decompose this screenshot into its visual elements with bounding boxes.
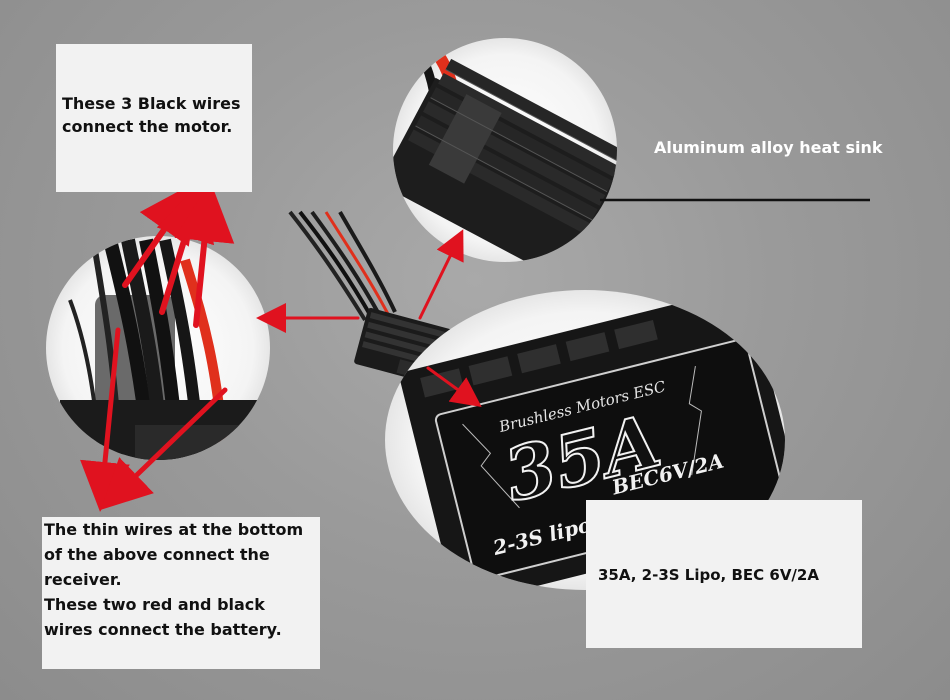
wires-zoom-lens [46,236,270,460]
arrow-to-label-lens [426,366,482,408]
heatsink-zoom-lens [393,38,617,262]
spec-callout: 35A, 2-3S Lipo, BEC 6V/2A [586,500,862,648]
heatsink-caption: Aluminum alloy heat sink [654,138,883,157]
receiver-line-3: receiver. [44,570,122,589]
spec-text: 35A, 2-3S Lipo, BEC 6V/2A [598,566,819,584]
receiver-line-2: of the above connect the [44,545,270,564]
esc-product-photo [288,210,453,386]
battery-line-2: wires connect the battery. [44,620,282,639]
receiver-battery-callout: The thin wires at the bottom of the abov… [42,517,320,669]
receiver-line-1: The thin wires at the bottom [44,520,304,539]
annotation-arrows [80,179,482,512]
motor-wires-callout: These 3 Black wires connect the motor. [56,44,252,192]
arrow-to-heatsink-lens [418,229,464,320]
arrow-receiver-wire [100,387,228,510]
motor-wires-text: These 3 Black wires connect the motor. [62,94,241,136]
arrow-motor-wire-3 [174,181,235,328]
battery-line-1: These two red and black [44,595,265,614]
